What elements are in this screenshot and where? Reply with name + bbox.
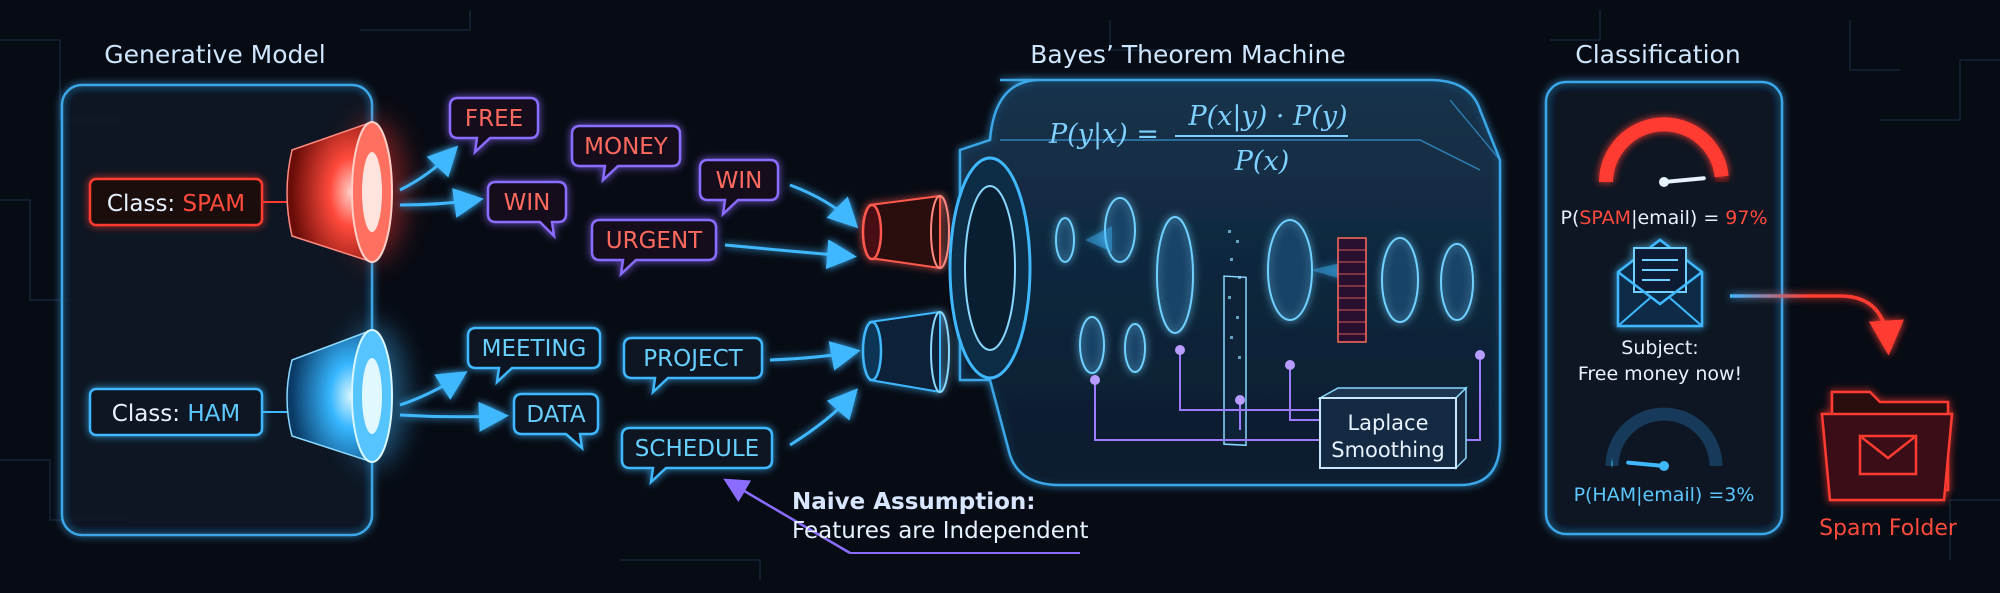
assumption-text: Features are Independent: [792, 518, 1089, 544]
formula-denominator: P(x): [1234, 146, 1289, 177]
email-subject-label: Subject:: [1621, 337, 1698, 359]
word-bubble-win-left: WIN: [486, 180, 568, 240]
svg-text:Class: HAM: Class: HAM: [112, 401, 240, 427]
ham-words-group: MEETING PROJECT DATA SCHEDULE: [466, 326, 774, 486]
spam-word: WIN: [716, 168, 763, 194]
formula-lhs: P(y|x) =: [1048, 119, 1159, 150]
ham-input-lens-icon: [861, 310, 950, 394]
laplace-line2: Smoothing: [1331, 438, 1445, 462]
spam-gauge-icon: [1599, 117, 1729, 187]
spam-probability: P(SPAM|email) = 97%: [1560, 207, 1767, 229]
word-bubble-win-right: WIN: [698, 158, 780, 218]
svg-text:Class: SPAM: Class: SPAM: [107, 191, 245, 217]
spam-class-name: SPAM: [183, 191, 246, 217]
spam-word: WIN: [504, 190, 551, 216]
spam-gauge-fill: [1599, 117, 1729, 183]
formula-numerator: P(x|y) · P(y): [1187, 101, 1347, 132]
spam-word: URGENT: [606, 228, 703, 254]
circuit-background: [0, 10, 2000, 580]
word-bubble-free: FREE: [448, 96, 540, 156]
ham-gauge-needle: [1626, 460, 1666, 468]
word-bubble-data: DATA: [512, 392, 600, 452]
classification-title: Classification: [1575, 40, 1740, 69]
folder-icon: [1820, 390, 1954, 502]
laplace-smoothing-box: Laplace Smoothing: [1317, 386, 1468, 470]
naive-assumption-note: Naive Assumption: Features are Independe…: [723, 478, 1089, 555]
word-bubble-project: PROJECT: [622, 336, 764, 396]
word-bubble-schedule: SCHEDULE: [620, 426, 774, 486]
ham-megaphone-icon: [286, 325, 405, 465]
word-to-machine-arrows: [724, 183, 861, 447]
generative-model-title: Generative Model: [104, 40, 326, 69]
classification-to-folder-arrow: [1730, 294, 1904, 356]
spam-class-prefix: Class:: [107, 191, 175, 217]
ham-word: DATA: [526, 402, 586, 428]
ham-class-prefix: Class:: [112, 401, 180, 427]
ham-word: MEETING: [482, 336, 587, 362]
ham-gauge-icon: [1605, 407, 1723, 471]
spam-input-lens-icon: [861, 194, 950, 270]
bayes-formula: P(y|x) = P(x|y) · P(y) P(x): [1048, 101, 1348, 177]
spam-folder-label: Spam Folder: [1819, 516, 1958, 541]
envelope-icon: [1616, 238, 1704, 328]
word-bubble-meeting: MEETING: [466, 326, 602, 386]
machine-lenses: [1055, 197, 1474, 374]
word-bubble-urgent: URGENT: [590, 218, 718, 278]
ham-probability: P(HAM|email) =3%: [1574, 484, 1755, 506]
laplace-line1: Laplace: [1347, 411, 1428, 435]
ham-word: PROJECT: [643, 346, 743, 372]
spam-class-label: Class: SPAM: [88, 177, 264, 227]
ham-word: SCHEDULE: [635, 436, 759, 462]
assumption-title: Naive Assumption:: [792, 489, 1036, 515]
word-bubble-money: MONEY: [570, 124, 682, 184]
spam-words-group: FREE MONEY WIN WIN URGENT: [448, 96, 780, 278]
ham-class-label: Class: HAM: [88, 387, 264, 437]
spam-word: FREE: [465, 106, 523, 132]
generative-arrows: [399, 145, 509, 432]
email-subject-text: Free money now!: [1578, 363, 1742, 385]
spam-word: MONEY: [584, 134, 669, 160]
spam-gauge-needle: [1662, 176, 1706, 184]
bayes-machine-title: Bayes’ Theorem Machine: [1030, 40, 1345, 69]
ham-class-name: HAM: [187, 401, 240, 427]
spam-megaphone-icon: [286, 120, 405, 264]
